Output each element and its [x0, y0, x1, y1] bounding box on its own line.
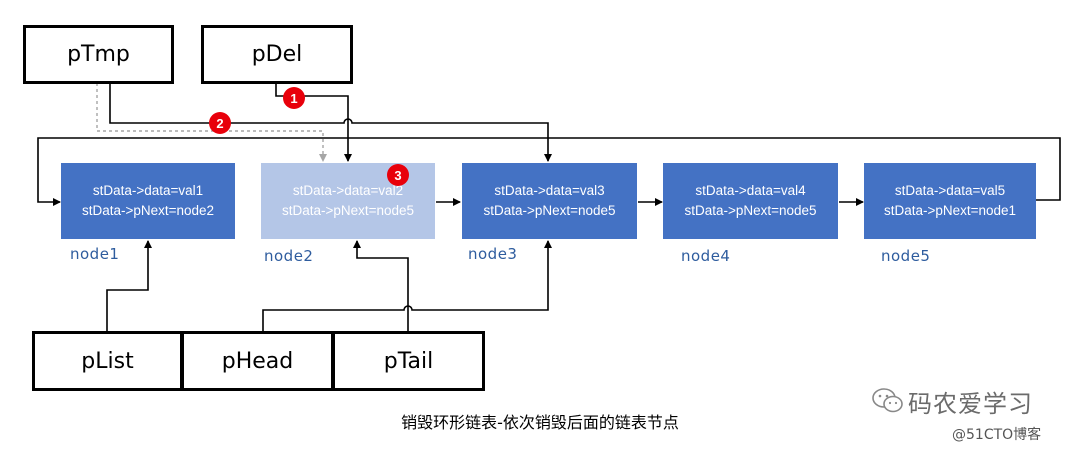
ptail-to-node2-arrow	[353, 240, 409, 331]
plist-box: pList	[32, 331, 183, 391]
ptail-label: pTail	[383, 348, 434, 374]
watermark-source: @51CTO博客	[952, 427, 1042, 443]
node5-next-line: stData->pNext=node1	[883, 203, 1017, 218]
step-badge-2: 2	[209, 112, 231, 134]
node3-next-line: stData->pNext=node5	[483, 203, 616, 218]
node2-name: node2	[264, 247, 314, 265]
pdel-label: pDel	[251, 42, 303, 67]
plist-to-node1-arrow	[106, 240, 152, 331]
pdel-box: pDel	[201, 25, 353, 84]
ptmp-box: pTmp	[23, 25, 174, 84]
phead-label: pHead	[221, 348, 294, 374]
ptmp-to-node3-arrow	[109, 83, 552, 162]
node1-data-line: stData->data=val1	[92, 183, 204, 198]
node3-name: node3	[468, 245, 518, 263]
node5-data-line: stData->data=val5	[894, 183, 1006, 198]
node5-box: stData->data=val5 stData->pNext=node1	[864, 163, 1036, 239]
ptmp-previous-dashed-arrow	[96, 83, 327, 162]
ptail-box: pTail	[332, 331, 485, 391]
node4-name: node4	[681, 247, 731, 265]
wrap-link-node5-to-node1	[37, 137, 1061, 206]
node1-next-line: stData->pNext=node2	[81, 203, 215, 218]
node2-data-line: stData->data=val2	[292, 183, 404, 198]
node4-box: stData->data=val4 stData->pNext=node5	[663, 163, 838, 239]
node1-name: node1	[70, 245, 120, 263]
node4-next-line: stData->pNext=node5	[684, 203, 817, 218]
watermark-title: 码农爱学习	[908, 390, 1033, 418]
phead-box: pHead	[181, 331, 334, 391]
node2-next-line: stData->pNext=node5	[281, 203, 415, 218]
diagram-caption: 销毁环形链表-依次销毁后面的链表节点	[401, 413, 679, 432]
wechat-icon	[872, 388, 903, 413]
ptmp-label: pTmp	[67, 42, 130, 67]
node5-name: node5	[881, 247, 931, 265]
pdel-to-node2-arrow	[275, 83, 352, 162]
step-badge-3: 3	[387, 164, 409, 186]
node3-data-line: stData->data=val3	[494, 183, 605, 198]
plist-label: pList	[81, 348, 134, 374]
node3-box: stData->data=val3 stData->pNext=node5	[462, 163, 637, 239]
step-badge-1: 1	[283, 87, 305, 109]
node4-data-line: stData->data=val4	[695, 183, 806, 198]
node1-box: stData->data=val1 stData->pNext=node2	[61, 163, 235, 239]
